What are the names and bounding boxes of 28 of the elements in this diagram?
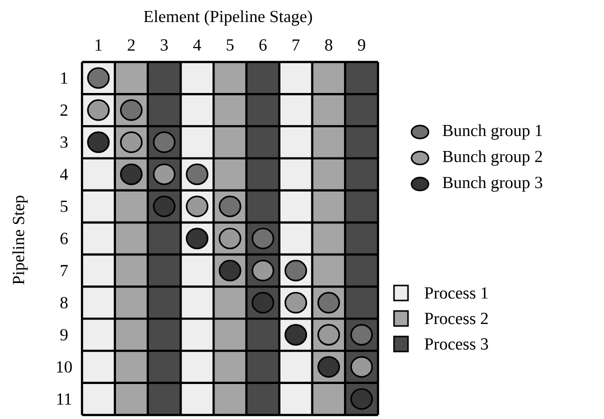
legend-label: Bunch group 3 xyxy=(442,176,542,192)
axis-number: 3 xyxy=(160,39,168,51)
axis-number: 11 xyxy=(57,393,72,405)
axis-number: 4 xyxy=(193,39,202,51)
axis-number: 1 xyxy=(61,72,68,84)
axis-number: 6 xyxy=(259,39,267,51)
legend-label: Process 1 xyxy=(424,287,488,299)
axis-number: 8 xyxy=(60,297,68,308)
axis-number: 9 xyxy=(60,329,68,340)
axis-number: 9 xyxy=(358,39,366,51)
axis-number: 6 xyxy=(60,232,68,244)
axis-number: 2 xyxy=(128,39,135,51)
axis-number: 10 xyxy=(57,361,72,373)
legend-label: Bunch group 1 xyxy=(442,124,542,140)
axis-number: 4 xyxy=(60,168,68,180)
legend-label: Bunch group 2 xyxy=(442,150,542,166)
axis-number: 5 xyxy=(60,200,68,212)
legend-label: Process 2 xyxy=(424,312,488,324)
title: Element (Pipeline Stage) xyxy=(144,10,312,26)
axis-label: Pipeline Step xyxy=(12,196,28,284)
axis-number: 7 xyxy=(60,265,68,276)
axis-number: 8 xyxy=(325,39,332,51)
legend-label: Process 3 xyxy=(424,338,488,350)
axis-number: 5 xyxy=(226,39,234,51)
axis-number: 3 xyxy=(60,136,68,148)
axis-number: 1 xyxy=(96,39,102,51)
axis-number: 2 xyxy=(60,104,68,116)
axis-number: 7 xyxy=(292,39,300,51)
